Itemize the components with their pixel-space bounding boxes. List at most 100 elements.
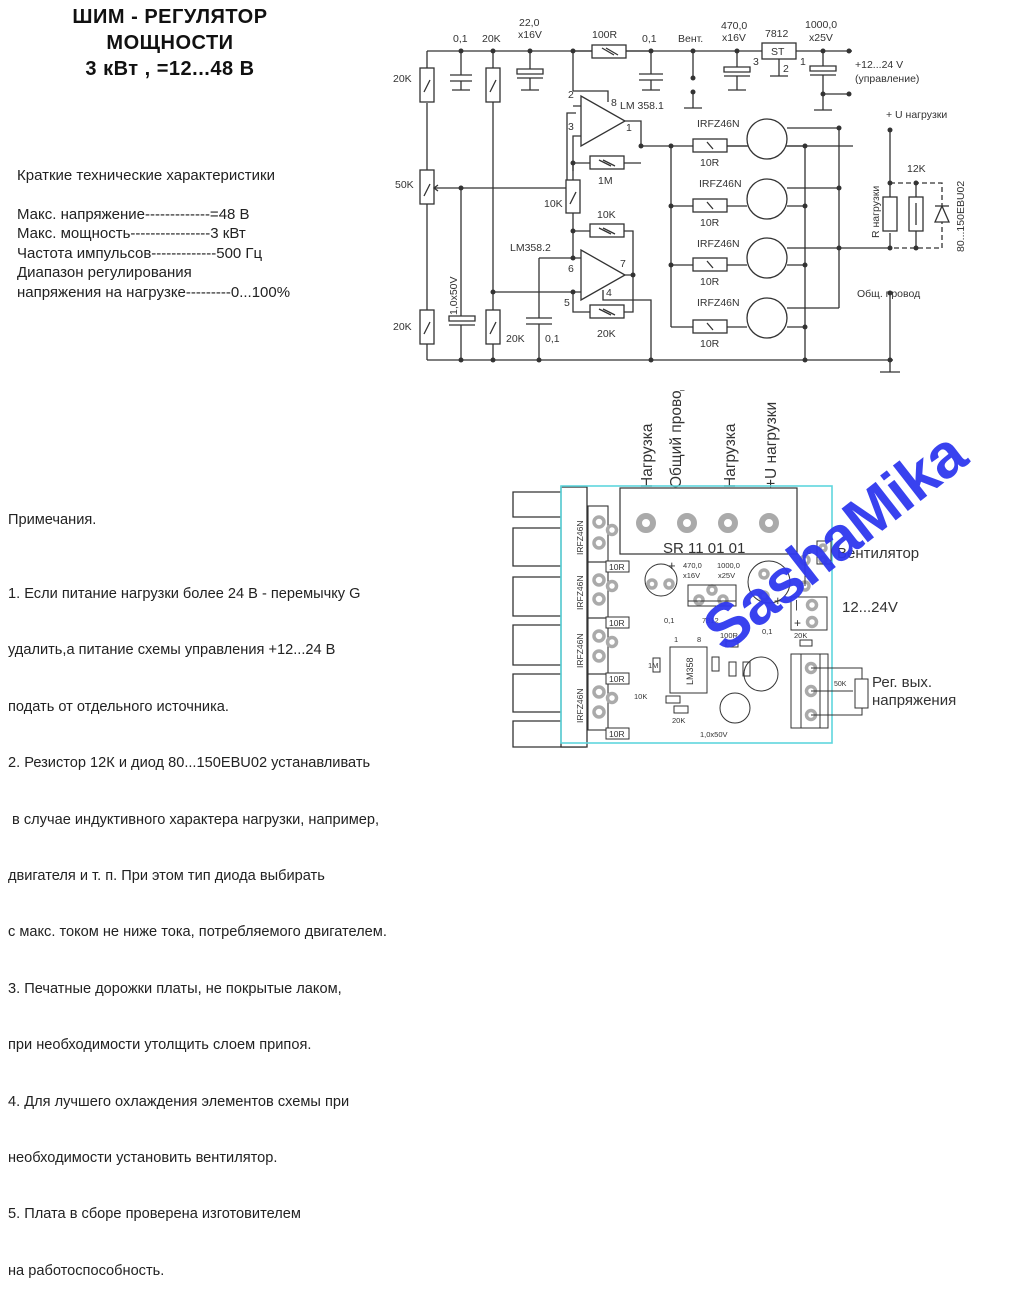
label-pin5: 5	[564, 297, 570, 309]
board-jumper-g: G	[807, 550, 812, 556]
label-mosfet-1: IRFZ46N	[697, 118, 740, 130]
label-pin4: 4	[606, 287, 612, 299]
mosfet-irfz46n-2	[746, 178, 788, 220]
label-gate-r-3: 10R	[700, 276, 720, 288]
mosfet-irfz46n-3	[746, 237, 788, 279]
board-fan-connector	[816, 540, 832, 565]
note-line: в случае индуктивного характера нагрузки…	[8, 811, 380, 828]
page-title: ШИМ - РЕГУЛЯТОР МОЩНОСТИ 3 кВт , =12...4…	[10, 4, 330, 82]
board-regulator-7812	[687, 584, 737, 607]
note-line: удалить,а питание схемы управления +12..…	[8, 642, 336, 659]
board-c01-2: 0,1	[762, 627, 772, 636]
label-c1: 0,1	[453, 33, 468, 45]
terminal-label-common: Общий провод	[668, 390, 685, 488]
board-c1000-v: x25V	[718, 571, 735, 580]
opamp-lm358-1	[580, 94, 627, 148]
plus-sign: +	[774, 593, 782, 608]
note-line: 4. Для лучшего охлаждения элементов схем…	[8, 1093, 350, 1110]
plus-sign: +	[668, 558, 676, 573]
label-r100: 100R	[592, 29, 618, 41]
label-r12k: 12K	[907, 163, 926, 175]
heatsink	[512, 486, 588, 748]
spec-row: Макс. напряжение-------------=48 В	[17, 205, 250, 223]
label-supply: +12...24 V	[855, 59, 903, 71]
label-c22-value: 22,0	[519, 17, 540, 29]
board-ic-lm358	[669, 646, 708, 694]
board-r100: 100R	[720, 631, 739, 640]
note-line: 1. Если питание нагрузки более 24 В - пе…	[8, 585, 361, 602]
label-mosfet-4: IRFZ46N	[697, 297, 740, 309]
spec-row: напряжения на нагрузке---------0...100%	[17, 283, 291, 301]
load-resistor	[882, 196, 898, 232]
specifications: Краткие технические характеристики Макс.…	[17, 166, 290, 302]
board-r20k-2: 20K	[672, 716, 685, 725]
schematic-diagram: 20K 50K 20K 0,1 20K 22,0 x16V 100R 0,1 В…	[393, 17, 967, 373]
board-regulator: 7812	[702, 616, 719, 625]
label-regulator-body: ST	[771, 46, 785, 58]
title-line-2: МОЩНОСТИ	[106, 32, 234, 54]
board-r20k: 20K	[794, 631, 807, 640]
note-line: 3. Печатные дорожки платы, не покрытые л…	[8, 980, 342, 997]
board-gate-r-2: 10R	[609, 618, 625, 628]
note-line: на работоспособность.	[8, 1262, 165, 1279]
note-line: 5. Плата в сборе проверена изготовителем	[8, 1206, 301, 1223]
note-line: подать от отдельного источника.	[8, 698, 229, 715]
board-c1000: 1000,0	[717, 561, 740, 570]
board-mosfet-label-1: IRFZ46N	[575, 521, 585, 555]
label-c470-voltage: x16V	[722, 32, 746, 44]
opamp-lm358-2	[580, 248, 627, 302]
board-c470-v: x16V	[683, 571, 700, 580]
note-line: при необходимости утолщить слоем припоя.	[8, 1037, 312, 1054]
title-line-3: 3 кВт , =12...48 В	[85, 58, 255, 80]
label-supply-note: (управление)	[855, 73, 919, 85]
label-reg-pin2: 2	[783, 63, 789, 75]
label-pin1: 1	[626, 122, 632, 134]
pot-value: 50K	[834, 681, 847, 688]
label-opamp2: LM358.2	[510, 242, 551, 254]
label-pin3: 3	[568, 121, 574, 133]
board-cap-1000uf	[747, 560, 791, 604]
label-r-load: R нагрузки	[870, 186, 882, 238]
external-pot-50k	[854, 678, 869, 709]
board-ic-pin8: 8	[697, 635, 701, 644]
notes-heading: Примечания.	[8, 511, 97, 528]
label-r20k-div: 20K	[482, 33, 501, 45]
label-r20k-bottom: 20K	[393, 321, 412, 333]
label-reg-pin1: 1	[800, 56, 806, 68]
label-mosfet-3: IRFZ46N	[697, 238, 740, 250]
power-label: 12...24V	[842, 599, 898, 616]
label-pin7: 7	[620, 258, 626, 270]
diode-80-150ebu02	[934, 204, 950, 223]
label-r1m: 1M	[598, 175, 613, 187]
label-gate-r-4: 10R	[700, 338, 720, 350]
label-c470-value: 470,0	[721, 20, 747, 32]
terminal-pad	[718, 513, 738, 533]
resistor-10k-mid	[565, 179, 581, 214]
label-r10k-mid: 10K	[544, 198, 563, 210]
fan-label: Вентилятор	[837, 545, 919, 562]
label-c2: 0,1	[642, 33, 657, 45]
terminal-block	[619, 487, 798, 555]
mosfet-irfz46n-4	[746, 297, 788, 339]
terminal-block-label: SR 11 01 01	[663, 540, 745, 557]
spec-row: Диапазон регулирования	[17, 264, 192, 281]
note-line: необходимости установить вентилятор.	[8, 1149, 278, 1166]
label-u-load: + U нагрузки	[886, 109, 947, 121]
label-fan: Вент.	[678, 33, 703, 45]
board-outline	[560, 485, 833, 744]
title-line-1: ШИМ - РЕГУЛЯТОР	[72, 6, 268, 28]
board-mosfet-label-4: IRFZ46N	[575, 689, 585, 723]
mosfet-irfz46n-1	[746, 118, 788, 160]
terminal-pad	[636, 513, 656, 533]
label-r20k-div-bottom: 20K	[506, 333, 525, 345]
label-r20k-fb: 20K	[597, 328, 616, 340]
label-regulator: 7812	[765, 28, 789, 40]
label-reg-pin3: 3	[753, 56, 759, 68]
terminal-label-u-load: +U нагрузки	[763, 402, 780, 488]
label-c22-voltage: x16V	[518, 29, 542, 41]
note-line: двигателя и т. п. При этом тип диода выб…	[8, 867, 325, 884]
board-c01: 0,1	[664, 616, 674, 625]
label-mosfet-2: IRFZ46N	[699, 178, 742, 190]
label-pin6: 6	[568, 263, 574, 275]
note-line: с макс. током не ниже тока, потребляемог…	[8, 924, 387, 941]
